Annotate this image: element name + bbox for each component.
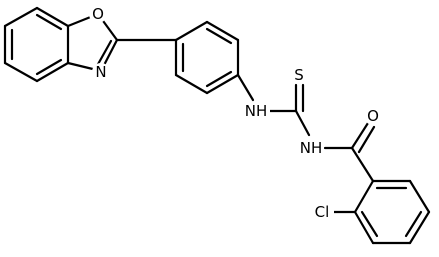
atom-label-o-carbonyl: O: [367, 107, 379, 125]
atom-n-oxazole: N: [92, 63, 110, 81]
atom-label-nh-1: NH: [245, 102, 268, 120]
atom-label-n: N: [95, 63, 106, 81]
atom-s-thione: S: [290, 66, 308, 84]
benzoxazole-benzene-ring: [3, 6, 70, 83]
thiourea-group: [268, 83, 311, 137]
amide-group: [323, 121, 376, 183]
atom-cl: Cl: [310, 203, 334, 221]
atom-label-cl: Cl: [315, 203, 330, 221]
atom-nh-amide: NH: [300, 139, 324, 157]
atom-o-carbonyl: O: [364, 107, 382, 125]
atom-label-o: O: [92, 5, 104, 23]
central-phenyl-ring: [174, 20, 240, 95]
atom-label-s: S: [294, 66, 304, 84]
atom-nh-aryl: NH: [245, 102, 270, 120]
chlorophenyl-ring: [353, 179, 431, 245]
atom-o-oxazole: O: [89, 5, 107, 23]
atom-label-nh-2: NH: [300, 139, 323, 157]
bond-phenyl-nh: [236, 73, 255, 102]
